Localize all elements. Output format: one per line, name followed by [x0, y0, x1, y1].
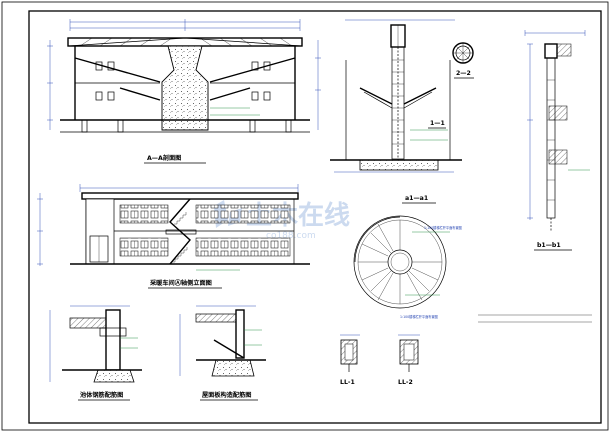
detail-ll2-title: LL-2: [398, 379, 413, 386]
detail-left-drawing: [49, 305, 142, 383]
stair-plan-note: 1:100楼梯栏杆平面布置图: [424, 225, 462, 230]
section-b1b1-title: b1—b1: [537, 242, 561, 249]
drawing-border: [28, 10, 602, 424]
detail-ll1-drawing: [340, 334, 360, 372]
section-11-drawing: [330, 19, 462, 173]
section-a1a1-title: a1—a1: [405, 195, 428, 202]
section-11-title: 1—1: [430, 120, 445, 127]
stair-plan-drawing: [353, 215, 450, 309]
detail-left-title: 池体钢筋配筋图: [80, 391, 123, 399]
watermark-sub: co188.com: [266, 231, 316, 241]
elevation-title: 采暖车间Ⓐ轴侧立面图: [149, 279, 212, 287]
detail-mid-title: 屋面板构造配筋图: [202, 391, 252, 399]
section-22-drawing: [452, 42, 474, 64]
detail-ll1-title: LL-1: [340, 379, 355, 386]
section-aa-title: A—A剖面图: [147, 154, 181, 162]
section-b1b1-drawing: [524, 30, 590, 232]
stair-plan-title: 1:100楼梯栏杆平面布置图: [400, 314, 438, 319]
elevation-drawing: [37, 184, 310, 271]
detail-ll2-drawing: [398, 334, 420, 372]
detail-mid-drawing: [179, 305, 266, 377]
section-aa-drawing: [47, 19, 321, 133]
section-22-title: 2—2: [456, 70, 471, 77]
